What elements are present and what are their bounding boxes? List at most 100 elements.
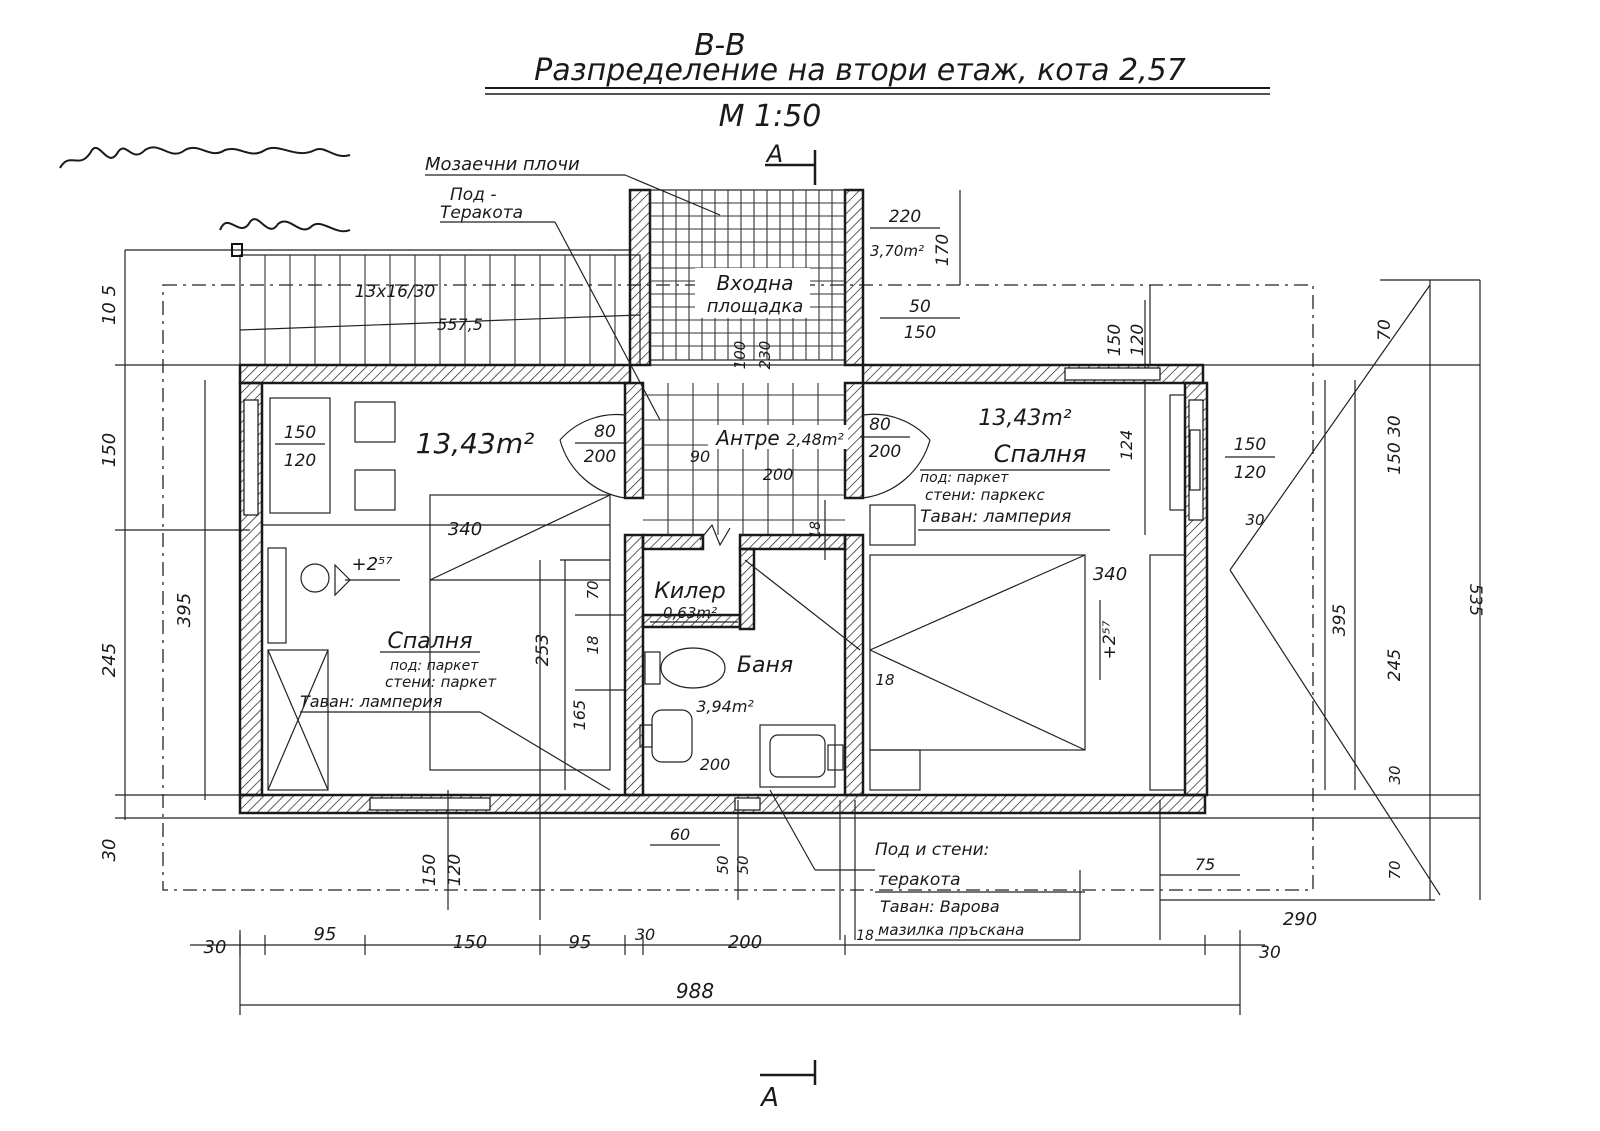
- svg-text:95: 95: [569, 932, 592, 953]
- win-top-right-h: 120: [1128, 324, 1148, 356]
- hall-100: 100: [731, 341, 749, 370]
- svg-text:30: 30: [635, 925, 655, 944]
- hall-width: 200: [763, 465, 794, 484]
- entrance-platform: Входна площадка 3,70m² 220 170 50 150 10…: [628, 188, 961, 370]
- closet-area: 0,63m²: [663, 604, 717, 622]
- dim-18c: 18: [875, 671, 894, 689]
- hall-area: 2,48m²: [786, 430, 844, 449]
- win-top-right-w: 150: [1105, 324, 1125, 356]
- left-bedroom-area: 13,43m²: [416, 427, 535, 460]
- platform-area: 3,70m²: [870, 242, 924, 260]
- platform-door-h: 150: [904, 323, 936, 343]
- svg-text:245: 245: [99, 643, 120, 677]
- svg-text:395: 395: [174, 593, 195, 627]
- right-bedroom-ceiling: Таван: ламперия: [920, 507, 1071, 527]
- section-mark-bottom: A: [759, 1060, 817, 1113]
- win-bath-2: 50: [734, 855, 752, 874]
- svg-text:A: A: [765, 140, 783, 168]
- dim-70: 70: [584, 580, 602, 599]
- section-mark-top: A: [765, 140, 817, 185]
- dim-124: 124: [1117, 430, 1136, 461]
- mosaic-label: Мозаечни плочи: [425, 154, 580, 175]
- win-left-w: 150: [284, 423, 316, 443]
- platform-width: 220: [889, 207, 921, 227]
- closet-name: Килер: [654, 579, 725, 604]
- door-right-w: 80: [869, 415, 891, 435]
- right-bedroom-area: 13,43m²: [978, 406, 1071, 431]
- door-right-h: 200: [869, 442, 901, 462]
- svg-text:30: 30: [99, 839, 120, 862]
- bath-terracotta-label: теракота: [878, 870, 961, 890]
- svg-text:30: 30: [204, 937, 227, 958]
- door-left-h: 200: [584, 447, 616, 467]
- right-bedroom-floor: под: паркет: [920, 470, 1009, 486]
- bath-callouts: Под и стени: теракота Таван: Варова мази…: [769, 789, 1085, 941]
- dim-18b: 18: [808, 521, 824, 539]
- left-bed-340: 340: [448, 519, 482, 540]
- platform-door-w: 50: [909, 297, 931, 317]
- bottom-dimension-chain: 30 95 150 95 30 200 18 30 988: [204, 924, 1281, 1003]
- svg-text:150: 150: [453, 932, 487, 953]
- left-dimension-chain: 10 5 150 395 245 30: [99, 285, 195, 861]
- bath-name: Баня: [737, 653, 793, 678]
- win-right-h: 120: [1234, 463, 1266, 483]
- svg-text:30: 30: [1386, 765, 1404, 784]
- section-label: B-B: [694, 28, 745, 63]
- svg-text:395: 395: [1330, 604, 1350, 636]
- svg-text:10 5: 10 5: [99, 285, 120, 325]
- bath-ceiling-2: мазилка пръскана: [878, 921, 1024, 939]
- right-dimension-chain: 70 150 30 395 245 30 70 535 290 75: [1195, 319, 1485, 930]
- right-30: 30: [1245, 511, 1264, 529]
- left-bedroom-floor: под: паркет: [390, 658, 479, 674]
- hall-name: Антре: [714, 426, 779, 450]
- platform-height: 170: [933, 234, 953, 266]
- left-level: +2⁵⁷: [352, 554, 394, 575]
- closet: Килер 0,63m²: [650, 579, 738, 623]
- svg-text:70: 70: [1386, 860, 1404, 879]
- hall: Антре 2,48m² 90 200: [643, 383, 848, 547]
- svg-text:70: 70: [1375, 319, 1395, 341]
- win-bath-1: 50: [714, 855, 732, 874]
- right-bedroom-name: Спалня: [994, 440, 1087, 468]
- total-width: 988: [676, 979, 714, 1003]
- win-bottom-w: 150: [420, 854, 440, 886]
- svg-text:A: A: [759, 1083, 779, 1113]
- drawing-title: Разпределение на втори етаж, кота 2,57: [534, 53, 1186, 88]
- dim-18a: 18: [584, 635, 602, 654]
- win-right-w: 150: [1234, 435, 1266, 455]
- platform-name-2: площадка: [707, 296, 804, 317]
- win-left-h: 120: [284, 451, 316, 471]
- right-level: +2⁵⁷: [1100, 620, 1120, 659]
- bathroom: Баня 3,94m² 200 18 18: [639, 500, 895, 788]
- left-bedroom-ceiling: Таван: ламперия: [300, 692, 443, 711]
- terracotta-label-1: Под -: [450, 185, 496, 205]
- left-bedroom-name: Спалня: [388, 629, 473, 654]
- stair-length: 557,5: [437, 315, 483, 334]
- drawing-scale: М 1:50: [719, 99, 822, 134]
- signature-2: [219, 218, 351, 233]
- hall-90: 90: [690, 447, 710, 466]
- signature-1: [59, 146, 351, 169]
- dim-60: 60: [670, 825, 690, 844]
- hall-230: 230: [756, 341, 774, 370]
- dim-253: 253: [533, 634, 553, 666]
- bath-walls-label: Под и стени:: [875, 840, 989, 860]
- svg-text:150 30: 150 30: [1385, 415, 1405, 474]
- right-bottom-290: 290: [1283, 909, 1317, 930]
- right-total: 535: [1465, 584, 1485, 616]
- right-bedroom-walls: стени: паркекс: [925, 486, 1045, 504]
- platform-name-1: Входна: [717, 271, 794, 295]
- stair-spec: 13x16/30: [355, 282, 436, 302]
- bath-area: 3,94m²: [696, 697, 754, 716]
- dim-165: 165: [570, 700, 589, 731]
- left-bedroom-walls: стени: паркет: [385, 673, 497, 691]
- right-75: 75: [1195, 855, 1215, 874]
- door-left-w: 80: [594, 422, 616, 442]
- svg-text:18: 18: [856, 928, 874, 944]
- terracotta-label-2: Теракота: [440, 203, 523, 223]
- svg-text:150: 150: [99, 433, 120, 467]
- win-bottom-h: 120: [445, 854, 465, 886]
- bottom-dims: 150 120 60 50 50: [420, 790, 856, 940]
- doors: 80 200 80 200: [559, 413, 931, 499]
